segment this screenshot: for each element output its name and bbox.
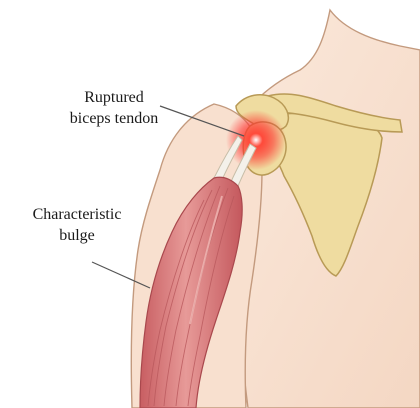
ruptured-tendon-label-line1: Ruptured <box>40 87 188 108</box>
bulge-label: Characteristic bulge <box>2 204 152 246</box>
ruptured-tendon-label: Ruptured biceps tendon <box>40 87 188 129</box>
ruptured-tendon-label-line2: biceps tendon <box>40 108 188 129</box>
bulge-label-line1: Characteristic <box>2 204 152 225</box>
bulge-label-line2: bulge <box>2 225 152 246</box>
